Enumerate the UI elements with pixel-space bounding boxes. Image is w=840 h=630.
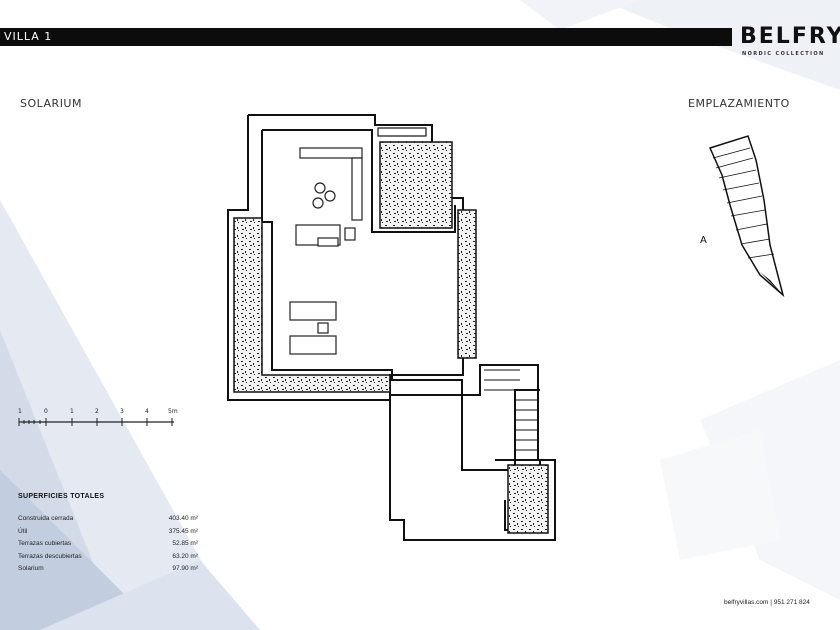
floor-plan [227,114,556,541]
plan-label: SOLARIUM [20,97,82,110]
scale-tick-label: 1 [70,408,74,415]
brand-subtitle: NORDIC COLLECTION [742,51,825,57]
areas-table: SUPERFICIES TOTALES Construida cerrada 4… [18,493,198,578]
scale-tick-label: 5m [168,408,178,415]
scale-tick-label: 3 [120,408,124,415]
site-label: EMPLAZAMIENTO [688,97,790,110]
site-plan: A [700,135,785,298]
scale-bar: 1 0 1 2 3 4 5m [14,404,204,434]
brand-logo: BELFRY NORDIC COLLECTION [736,24,840,58]
area-label: Terrazas cubiertas [18,540,72,547]
scale-tick-label: 4 [145,408,149,415]
area-row: Terrazas descubiertas 63.20 m² [18,553,198,566]
area-value: 375.45 m² [168,527,198,535]
scale-tick-label: 1 [18,408,22,415]
north-arrow-icon: A [700,235,707,246]
areas-heading: SUPERFICIES TOTALES [18,493,105,500]
area-row: Terrazas cubiertas 52.85 m² [18,540,198,553]
area-row: Solarium 97.90 m² [18,565,198,578]
area-row: Construida cerrada 403.40 m² [18,515,198,528]
title-bar: VILLA 1 [0,28,732,46]
area-row: Útil 375.45 m² [18,528,198,541]
area-label: Construida cerrada [18,515,74,522]
scale-tick-label: 2 [95,408,99,415]
footer-contact[interactable]: belfryvillas.com | 951 271 824 [724,599,810,606]
villa-title: VILLA 1 [4,30,53,43]
area-label: Solarium [18,565,44,572]
area-value: 97.90 m² [172,565,198,572]
area-value: 63.20 m² [172,552,198,560]
area-label: Útil [18,527,28,535]
area-value: 403.40 m² [168,515,198,522]
area-value: 52.85 m² [172,540,198,547]
scale-tick-label: 0 [44,408,48,415]
area-label: Terrazas descubiertas [18,552,82,560]
brand-name: BELFRY [740,24,840,49]
